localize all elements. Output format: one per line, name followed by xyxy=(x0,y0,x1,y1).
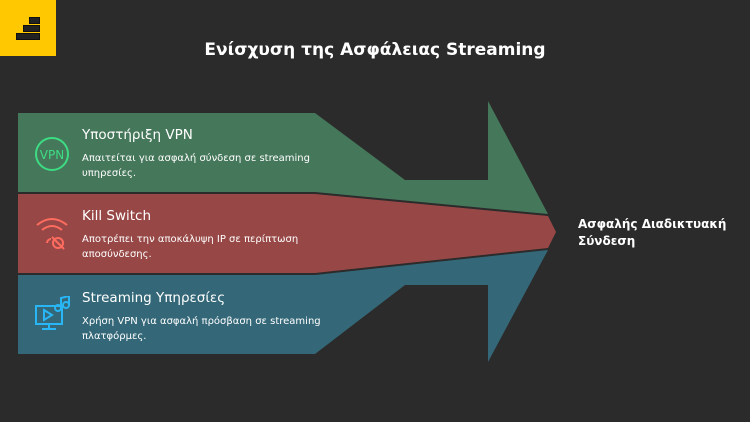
streaming-monitor-icon xyxy=(34,296,70,332)
wifi-off-icon xyxy=(34,215,70,251)
vpn-icon: VPN xyxy=(34,136,70,172)
page-title: Ενίσχυση της Ασφάλειας Streaming xyxy=(204,40,546,60)
item-vpn: Υποστήριξη VPN Απαιτείται για ασφαλή σύνδ… xyxy=(82,127,332,181)
item-title: Streaming Υπηρεσίες xyxy=(82,290,226,306)
result-label: Ασφαλής Διαδικτυακή Σύνδεση xyxy=(578,217,727,248)
logo xyxy=(0,0,56,56)
item-title: Kill Switch xyxy=(82,208,152,224)
svg-text:VPN: VPN xyxy=(40,148,64,162)
item-title: Υποστήριξη VPN xyxy=(82,127,193,143)
item-desc: Απαιτείται για ασφαλή σύνδεση σε streami… xyxy=(82,153,310,179)
band-kill-switch xyxy=(18,194,556,273)
band-streaming xyxy=(18,250,548,362)
item-desc: Αποτρέπει την αποκάλυψη IP σε περίπτωση … xyxy=(82,234,299,260)
item-desc: Χρήση VPN για ασφαλή πρόσβαση σε streami… xyxy=(82,316,321,342)
band-vpn xyxy=(18,101,548,214)
